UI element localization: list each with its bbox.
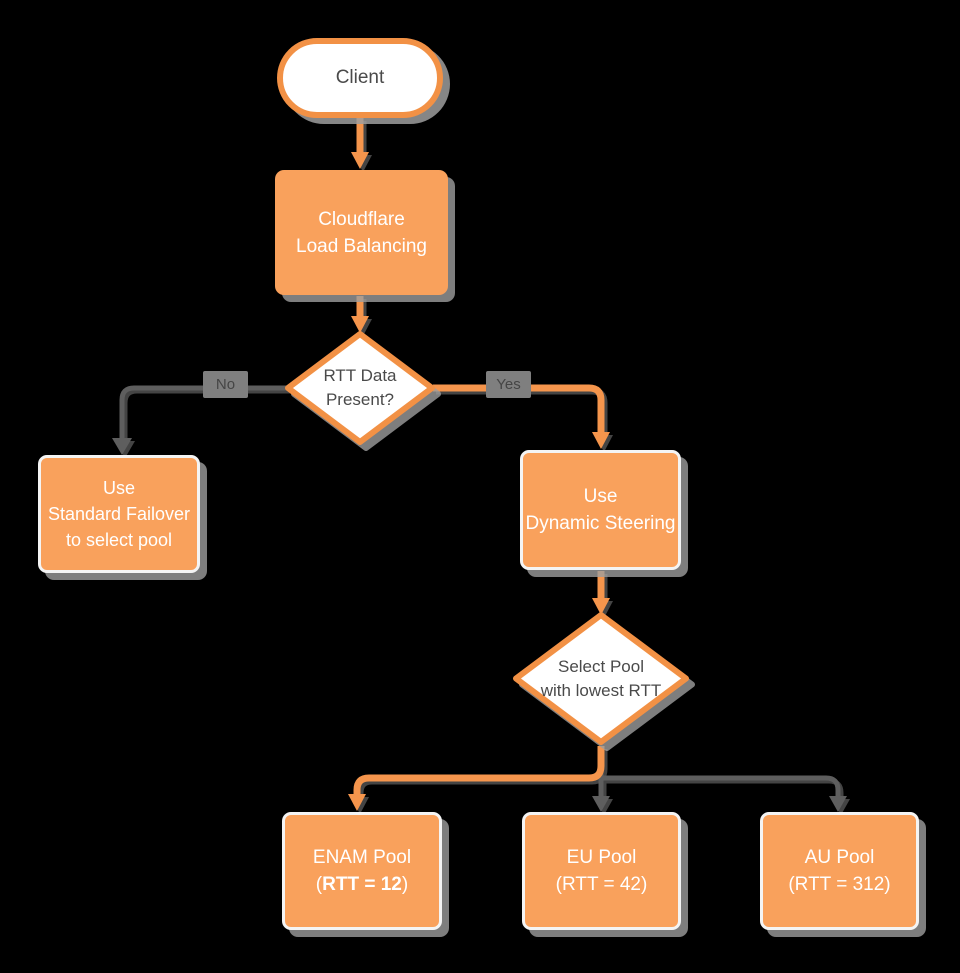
- enam-pool-rtt-bold: RTT = 12: [322, 874, 402, 895]
- arrowhead-to-dynamic-steering: [592, 432, 610, 449]
- node-use-dynamic-steering: Use Dynamic Steering: [520, 450, 681, 570]
- diamond-shape: [285, 331, 435, 445]
- node-select-pool-decision: Select Pool with lowest RTT: [511, 610, 691, 747]
- node-client: Client: [277, 38, 443, 118]
- rtt-decision-line2: Present?: [325, 390, 395, 409]
- edge-to-enam-pool: [353, 746, 605, 796]
- edge-yes-branch: [433, 384, 605, 434]
- node-enam-pool: ENAM Pool (RTT = 12): [282, 812, 442, 930]
- au-pool-line2: (RTT = 312): [788, 874, 891, 895]
- standard-failover-line3: to select pool: [65, 530, 173, 550]
- au-pool-line1: AU Pool: [804, 847, 875, 868]
- eu-pool-line2: (RTT = 42): [555, 874, 648, 895]
- node-client-label: Client: [335, 67, 385, 88]
- diamond-shape: [513, 612, 689, 745]
- edge-to-au-pool: [601, 775, 841, 798]
- node-cloudflare-line2: Load Balancing: [296, 235, 427, 257]
- edge-label-yes: Yes: [486, 371, 531, 398]
- arrowhead-to-au-pool: [829, 796, 847, 812]
- node-eu-pool: EU Pool (RTT = 42): [522, 812, 681, 930]
- enam-pool-line2: (RTT = 12): [315, 874, 409, 895]
- dynamic-steering-line1: Use: [583, 486, 618, 507]
- arrowhead-to-eu-pool: [592, 796, 610, 812]
- eu-pool-line1: EU Pool: [566, 847, 637, 868]
- arrowhead-to-rtt-decision: [351, 316, 369, 333]
- arrowhead-to-lb: [351, 152, 369, 169]
- standard-failover-line1: Use: [102, 478, 135, 498]
- standard-failover-line2: Standard Failover: [47, 504, 191, 524]
- arrowhead-to-standard-failover: [112, 438, 132, 455]
- select-pool-line1: Select Pool: [557, 656, 644, 676]
- node-rtt-data-present-decision: RTT Data Present?: [283, 329, 437, 447]
- node-cloudflare-load-balancing: Cloudflare Load Balancing: [275, 170, 448, 295]
- rtt-decision-line1: RTT Data: [323, 366, 397, 385]
- enam-pool-line1: ENAM Pool: [312, 847, 412, 868]
- edge-no-branch: [119, 385, 290, 440]
- node-au-pool: AU Pool (RTT = 312): [760, 812, 919, 930]
- node-use-standard-failover: Use Standard Failover to select pool: [38, 455, 200, 573]
- arrowhead-to-enam-pool: [348, 794, 366, 811]
- node-cloudflare-line1: Cloudflare: [318, 208, 405, 230]
- arrowhead-to-select-pool: [592, 598, 610, 615]
- edge-label-no: No: [203, 371, 248, 398]
- dynamic-steering-line2: Dynamic Steering: [525, 513, 676, 534]
- select-pool-line2: with lowest RTT: [540, 680, 662, 700]
